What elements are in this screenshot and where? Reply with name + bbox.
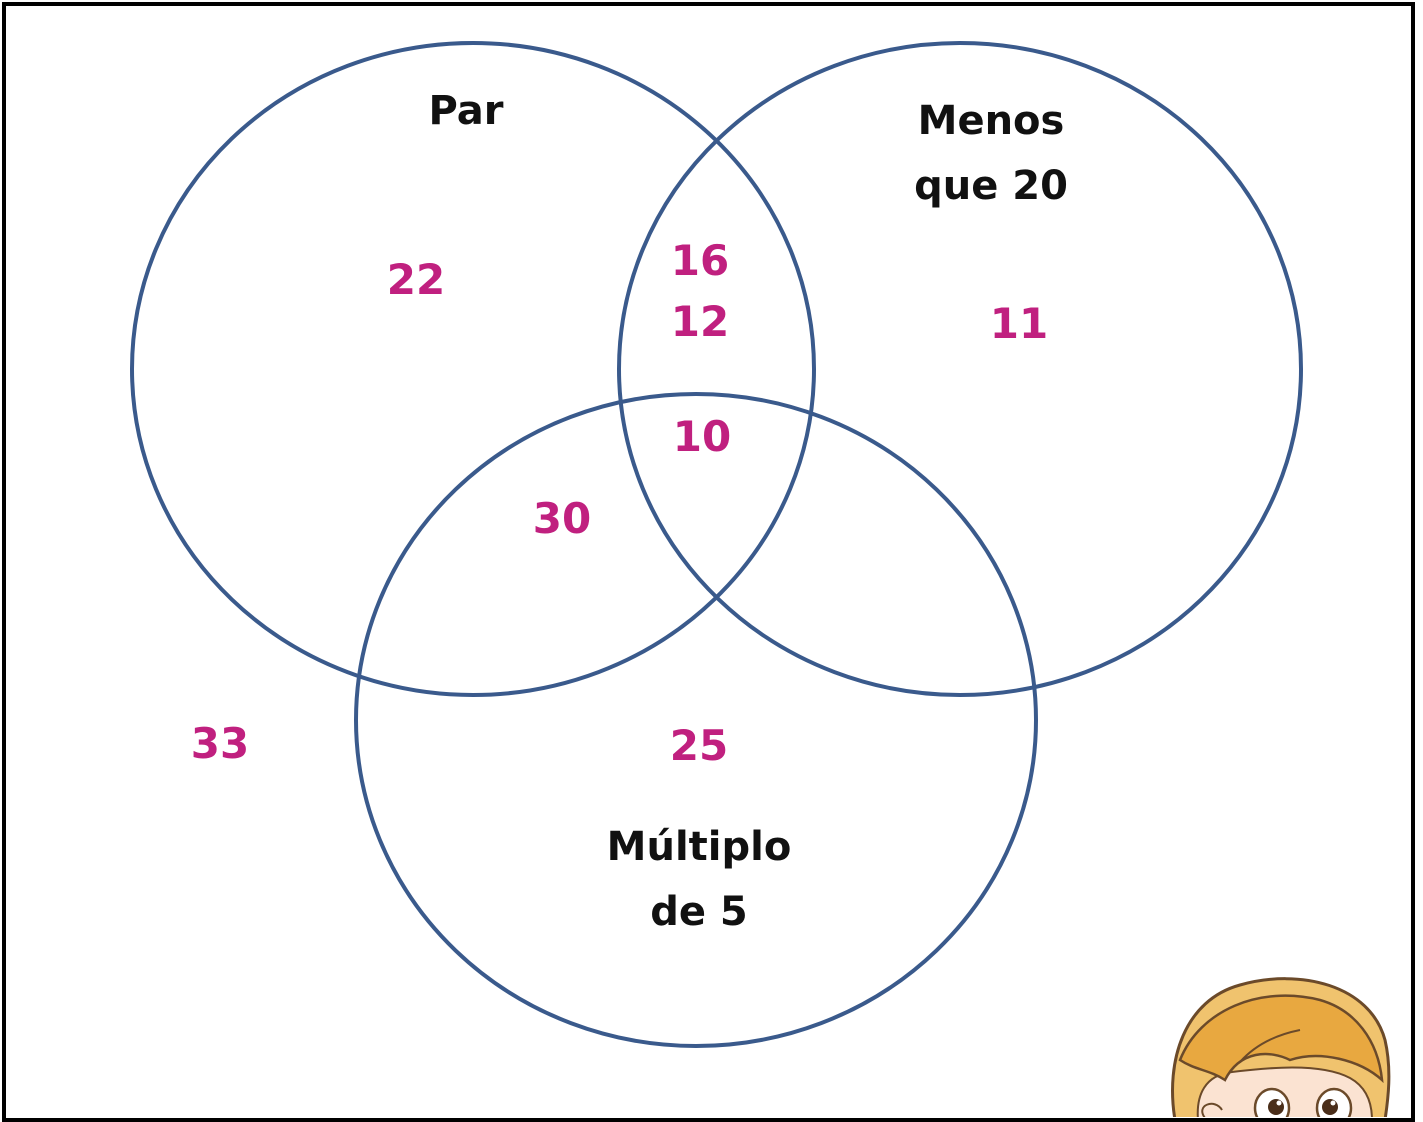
set-menos-label-line1: Menos: [918, 98, 1065, 144]
number-par-menos-b: 12: [671, 297, 729, 346]
set-multiplo-de-5-circle: [354, 392, 1038, 1048]
set-multiplo-label-line1: Múltiplo: [607, 824, 792, 870]
number-par-menos-a: 16: [671, 236, 729, 285]
number-only-menos: 11: [990, 299, 1048, 348]
set-multiplo-label-line2: de 5: [650, 889, 748, 935]
number-only-par: 22: [387, 255, 445, 304]
set-menos-label-line2: que 20: [914, 163, 1068, 209]
girl-face-illustration-icon: [1171, 977, 1391, 1117]
number-only-multiplo: 25: [670, 721, 728, 770]
number-all-three: 10: [673, 412, 731, 461]
set-menos-que-20-circle: [617, 41, 1303, 697]
number-par-multiplo: 30: [533, 494, 591, 543]
set-par-label: Par: [429, 88, 504, 134]
number-outside: 33: [191, 719, 249, 768]
set-par-circle: [130, 41, 816, 697]
